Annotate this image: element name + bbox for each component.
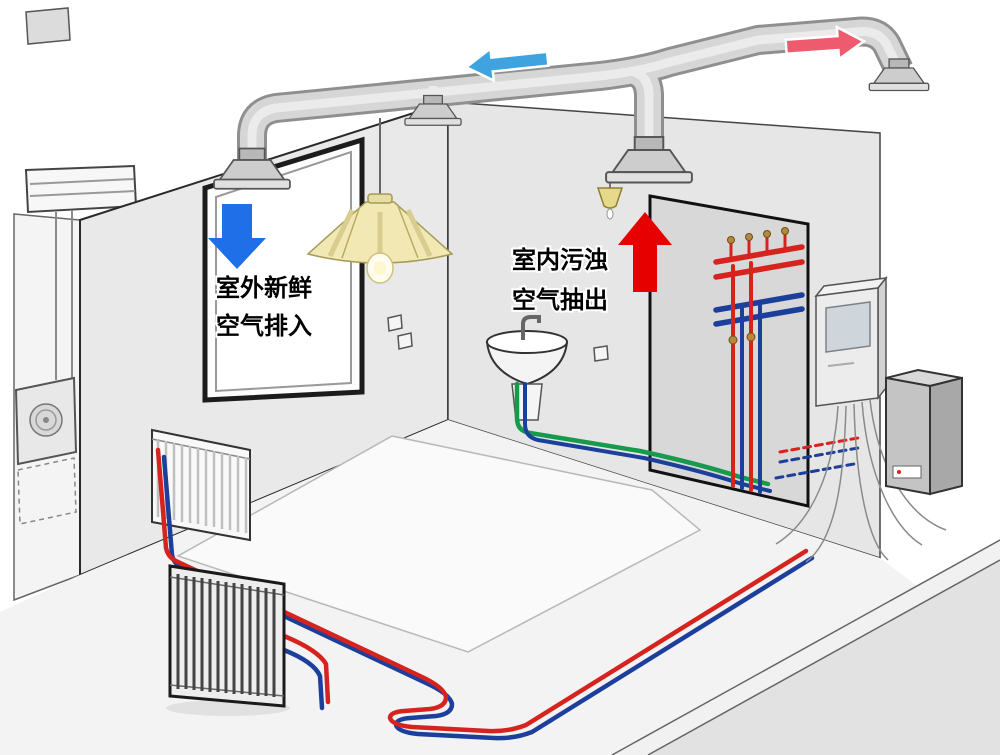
exhaust-air-label-line1: 室内污浊 xyxy=(512,246,608,274)
manifold-hot-header-1 xyxy=(713,244,805,265)
exhaust-air-label: 室内污浊 空气抽出 xyxy=(510,244,610,316)
exterior-duct-cap xyxy=(25,7,71,45)
floor-heating-panel xyxy=(176,435,702,653)
duct-exhaust-right-arrow-icon xyxy=(784,24,867,62)
hot-pipe-floor-loop xyxy=(155,447,809,734)
cold-pipe-hidden-dashed xyxy=(774,446,860,480)
fresh-air-label-line2: 空气排入 xyxy=(216,312,312,340)
cable-bundle xyxy=(775,399,947,563)
cold-pipe-radiator-feed xyxy=(281,647,325,711)
washbasin xyxy=(485,315,569,421)
raised-platform xyxy=(611,539,1000,755)
wall-fan-unit xyxy=(14,376,78,525)
manifold-valves xyxy=(727,227,789,345)
manifold-hot-header-2 xyxy=(713,259,805,280)
drain-pipe xyxy=(514,381,771,487)
fresh-air-down-arrow-icon xyxy=(208,204,266,269)
fresh-air-label: 室外新鲜 空气排入 xyxy=(214,272,314,342)
equipment-display xyxy=(892,465,922,479)
exhaust-air-label-line2: 空气抽出 xyxy=(512,286,608,314)
power-socket xyxy=(589,293,609,362)
column-radiator xyxy=(166,564,290,716)
exterior-vent-grille xyxy=(24,164,138,380)
pendant-lamp xyxy=(306,118,454,284)
faucet xyxy=(521,315,541,340)
control-panel-screen xyxy=(825,301,871,353)
equipment-box xyxy=(885,368,963,496)
control-panel xyxy=(814,275,888,407)
exhaust-air-up-arrow-icon xyxy=(618,212,672,292)
wall-sconce xyxy=(596,176,624,220)
power-socket xyxy=(387,314,413,350)
cold-pipe-sink-run xyxy=(523,382,772,493)
manifold-hot-risers xyxy=(731,261,753,492)
duct-supply-left-arrow-icon xyxy=(463,46,550,83)
manifold-cold-risers xyxy=(740,301,762,494)
partition-wall xyxy=(648,194,810,508)
fresh-air-label-line1: 室外新鲜 xyxy=(216,274,312,302)
manifold-valve-stems xyxy=(729,232,787,260)
hot-pipe-radiator-feed xyxy=(281,633,331,705)
